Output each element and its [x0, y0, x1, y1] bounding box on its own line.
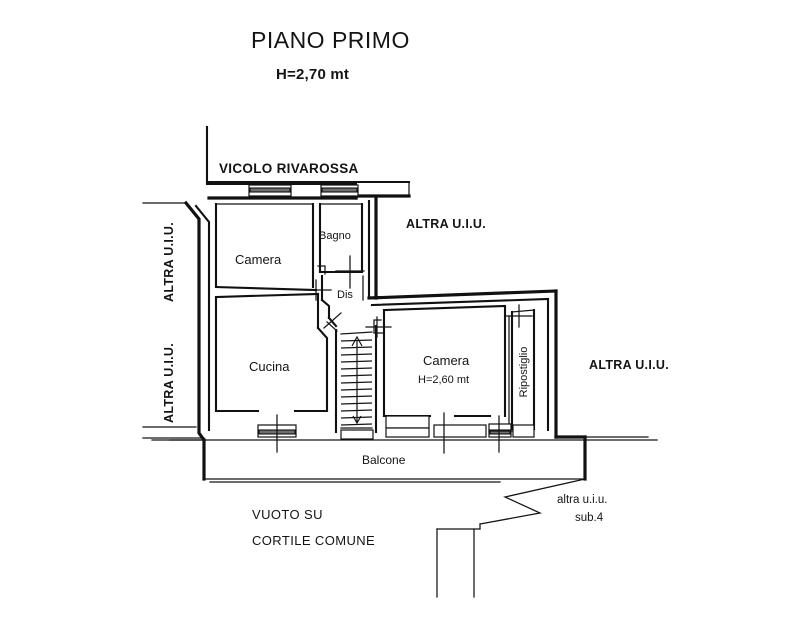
- street-boundary-lines: [205, 125, 411, 197]
- right-neighbor-boundary: [555, 436, 658, 441]
- stair-landing: [340, 429, 374, 440]
- page-title: PIANO PRIMO: [251, 27, 410, 53]
- room-label-cucina: Cucina: [249, 359, 290, 374]
- room-label-bagno: Bagno: [319, 230, 351, 242]
- balcony-wall-openings: [257, 415, 535, 438]
- balcony-label: Balcone: [362, 453, 406, 467]
- room-label-camera-nord: Camera: [235, 252, 282, 267]
- courtyard-label-line1: VUOTO SU: [252, 507, 323, 522]
- room-camera-nord-walls: [214, 202, 318, 292]
- balcony-structure: [151, 435, 587, 483]
- street-wall-openings: [248, 184, 359, 197]
- top-right-neighbor-label: ALTRA U.I.U.: [406, 217, 486, 231]
- room-cucina-walls: [214, 292, 329, 413]
- left-upper-neighbor-label: ALTRA U.I.U.: [162, 222, 176, 302]
- room-label-camera-est: Camera: [423, 353, 470, 368]
- left-neighbor-boundary: [142, 202, 205, 439]
- room-dis-walls: [320, 274, 364, 328]
- camera-est-height-note: H=2,60 mt: [418, 374, 469, 386]
- staircase: [334, 324, 378, 440]
- courtyard-label-line2: CORTILE COMUNE: [252, 533, 375, 548]
- room-ripostiglio-walls: [508, 308, 536, 431]
- room-bagno-walls: [317, 202, 364, 275]
- left-lower-neighbor-label: ALTRA U.I.U.: [162, 343, 176, 423]
- room-label-dis: Dis: [337, 289, 353, 301]
- lower-shaft-outline: [436, 528, 481, 598]
- sub4-label-line2: sub.4: [575, 512, 604, 524]
- street-label: VICOLO RIVAROSSA: [219, 161, 359, 176]
- ceiling-height-subtitle: H=2,70 mt: [276, 66, 349, 83]
- break-line-zigzag: [479, 478, 586, 530]
- sub4-label-line1: altra u.i.u.: [557, 494, 608, 506]
- room-label-ripostiglio: Ripostiglio: [518, 347, 530, 398]
- right-neighbor-label: ALTRA U.I.U.: [589, 358, 669, 372]
- door-symbols: [276, 255, 533, 454]
- apartment-perimeter: [183, 194, 587, 443]
